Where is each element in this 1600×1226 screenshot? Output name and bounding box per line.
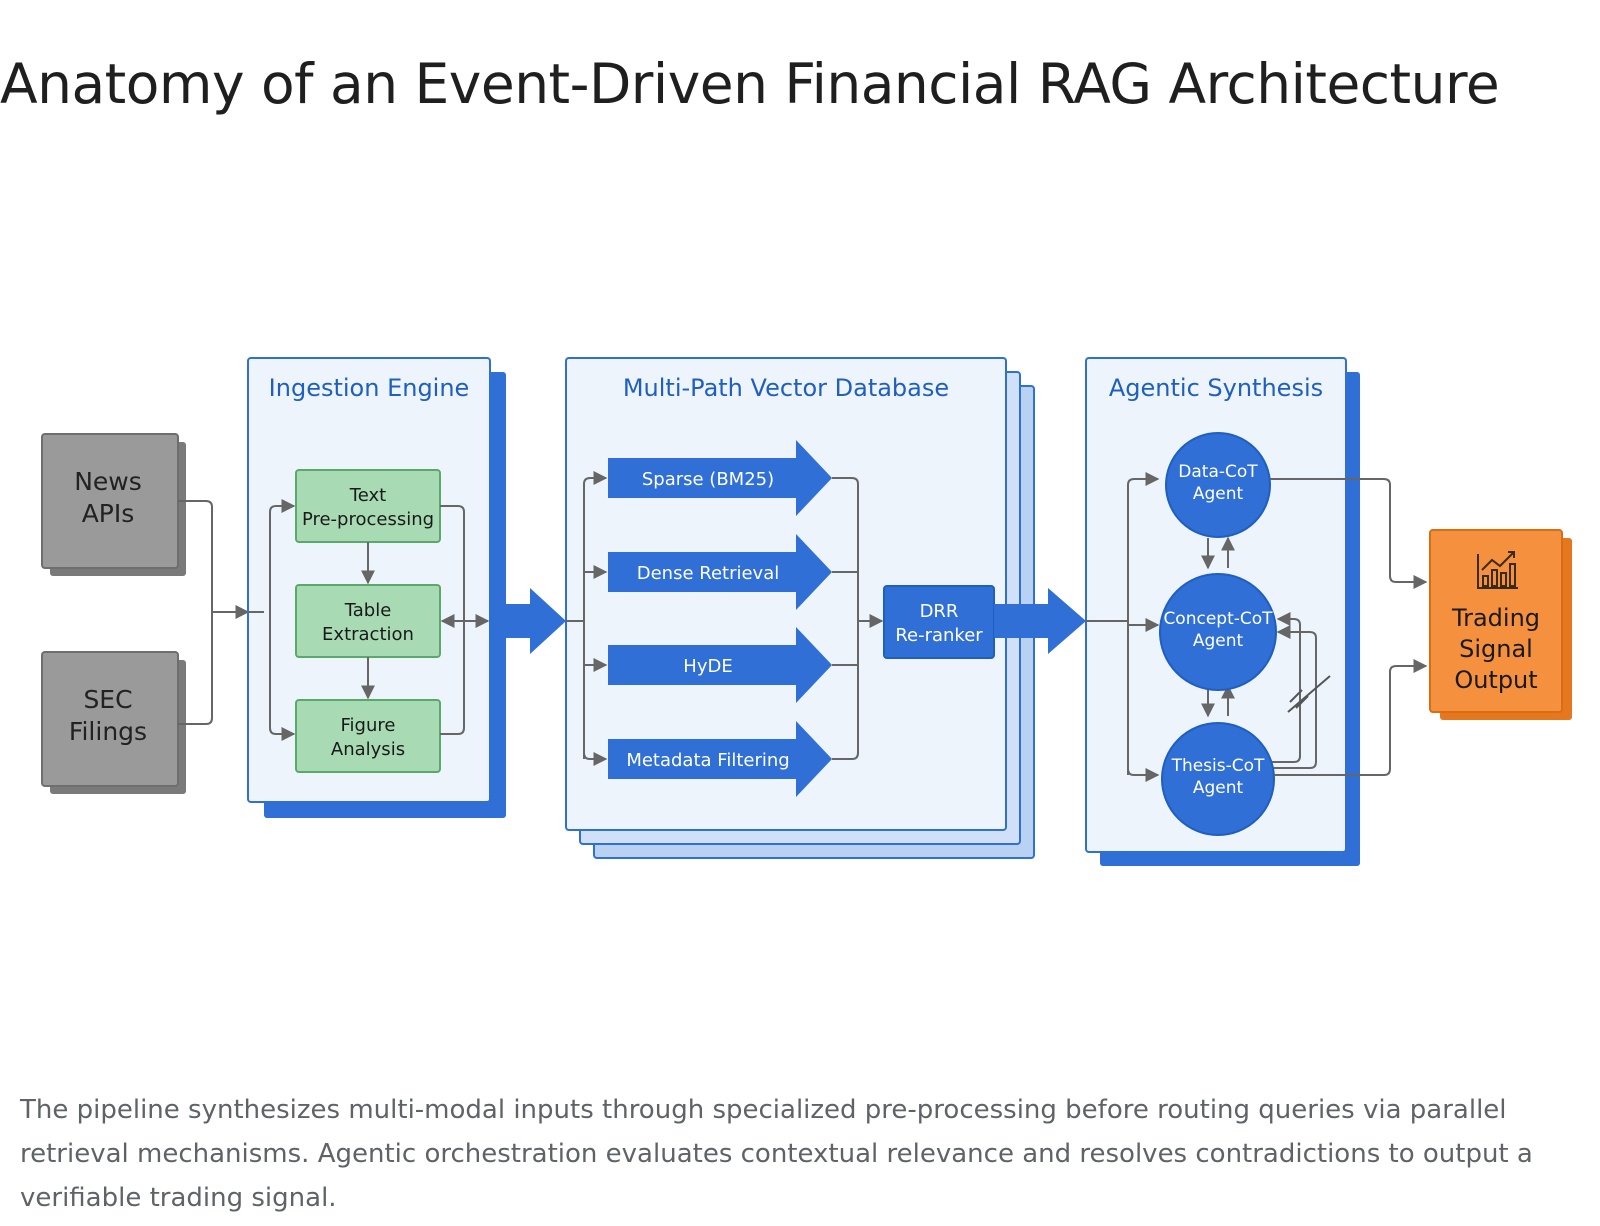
- source-connectors: [178, 500, 250, 725]
- concept-cot-agent-line1: Concept-CoT: [1163, 609, 1273, 629]
- text-preprocessing-line1: Text: [349, 485, 386, 506]
- bar-chart-trend-icon: [1477, 551, 1518, 589]
- figure-analysis-line2: Analysis: [331, 739, 405, 760]
- sec-label-line1: SEC: [83, 685, 132, 714]
- agentic-synthesis-title: Agentic Synthesis: [1109, 374, 1323, 402]
- vector-database-title: Multi-Path Vector Database: [623, 374, 949, 402]
- drr-reranker-box: [883, 585, 995, 659]
- conflict-resolution-icon: [1287, 675, 1331, 713]
- ingestion-connectors: [248, 499, 490, 741]
- vector-database-panel: Multi-Path Vector Database Sparse (BM25)…: [565, 357, 1035, 859]
- text-preprocessing-line2: Pre-processing: [302, 509, 434, 530]
- output-label-line3: Output: [1454, 666, 1537, 694]
- data-cot-agent-line1: Data-CoT: [1178, 462, 1258, 482]
- sparse-bm25-path: [608, 440, 832, 516]
- dense-retrieval-label: Dense Retrieval: [637, 563, 780, 584]
- text-preprocessing-box: [295, 469, 441, 543]
- source-sec-filings: SEC Filings: [41, 651, 186, 794]
- thesis-cot-agent-node: [1161, 722, 1275, 836]
- table-extraction-line1: Table: [344, 600, 392, 621]
- data-cot-agent-line2: Agent: [1193, 484, 1244, 504]
- diagram-caption: The pipeline synthesizes multi-modal inp…: [20, 1095, 1533, 1213]
- table-extraction-box: [295, 584, 441, 658]
- metadata-filtering-label: Metadata Filtering: [626, 750, 789, 771]
- page-title: Anatomy of an Event-Driven Financial RAG…: [0, 52, 1500, 116]
- flow-arrow-ingestion-to-db: [490, 588, 566, 654]
- ingestion-engine-panel: Ingestion Engine Text Pre-processing Tab…: [247, 357, 506, 818]
- news-label-line1: News: [74, 467, 142, 496]
- agentic-synthesis-panel: Agentic Synthesis Data-CoT Agent Concept…: [1085, 357, 1360, 866]
- thesis-cot-agent-line2: Agent: [1193, 778, 1244, 798]
- thesis-cot-agent-line1: Thesis-CoT: [1171, 756, 1265, 776]
- ingestion-engine-title: Ingestion Engine: [269, 374, 470, 402]
- dense-retrieval-path: [608, 534, 832, 610]
- drr-reranker-line2: Re-ranker: [895, 625, 983, 646]
- concept-cot-agent-node: [1159, 573, 1277, 691]
- data-cot-agent-node: [1165, 432, 1271, 538]
- metadata-filtering-path: [608, 721, 832, 797]
- news-label-line2: APIs: [82, 499, 135, 528]
- output-connectors: [1270, 478, 1428, 776]
- table-extraction-line2: Extraction: [322, 624, 414, 645]
- drr-reranker-line1: DRR: [920, 601, 959, 622]
- concept-cot-agent-line2: Agent: [1193, 631, 1244, 651]
- hyde-label: HyDE: [683, 656, 732, 677]
- sparse-bm25-label: Sparse (BM25): [642, 469, 774, 490]
- trading-signal-output-box: Trading Signal Output: [1429, 529, 1572, 720]
- figure-analysis-box: [295, 699, 441, 773]
- synthesis-connectors: [1086, 472, 1317, 782]
- output-label-line2: Signal: [1459, 635, 1533, 663]
- output-label-line1: Trading: [1451, 604, 1540, 632]
- hyde-path: [608, 627, 832, 703]
- figure-analysis-line1: Figure: [341, 715, 396, 736]
- sec-label-line2: Filings: [69, 717, 147, 746]
- flow-arrow-db-to-synthesis: [994, 588, 1086, 654]
- source-news-apis: News APIs: [41, 433, 186, 576]
- vector-db-connectors: [566, 471, 884, 766]
